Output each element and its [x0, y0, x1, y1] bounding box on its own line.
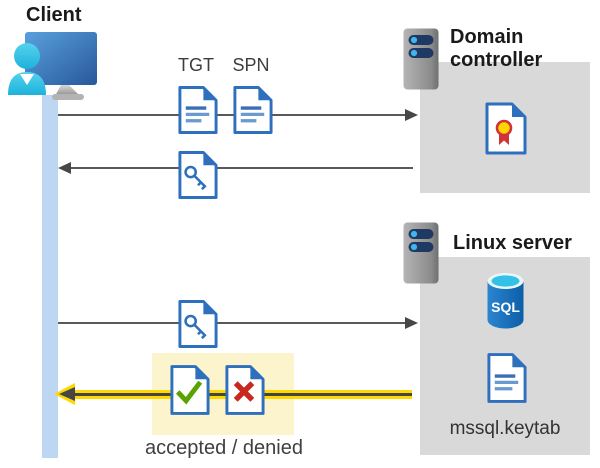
- cross-icon: [233, 381, 255, 402]
- result-label: accepted / denied: [145, 437, 303, 459]
- user-at-monitor-icon: [3, 28, 101, 102]
- domain-controller-label: Domain controller: [450, 26, 543, 71]
- sql-badge-text: SQL: [491, 299, 520, 315]
- arrowhead-right-icon: [405, 317, 418, 329]
- linux-server-label: Linux server: [453, 232, 572, 254]
- arrowhead-right-icon: [405, 109, 418, 121]
- request-arrow-to-dc: [58, 109, 418, 121]
- tgt-label: TGT: [178, 55, 214, 75]
- spn-ticket-icon: [231, 85, 274, 135]
- arrowhead-left-icon: [58, 162, 71, 174]
- arrowhead-left-icon: [59, 387, 75, 401]
- denied-document-icon: [223, 364, 266, 416]
- accepted-document-icon: [168, 364, 211, 416]
- key-glyph-icon: [184, 165, 207, 191]
- keytab-filename: mssql.keytab: [449, 418, 561, 439]
- spn-label: SPN: [232, 55, 270, 75]
- monitor-stand: [55, 85, 80, 96]
- monitor-screen: [25, 32, 97, 85]
- response-arrow-from-dc: [58, 162, 413, 174]
- person-collar: [20, 74, 34, 85]
- key-ticket-icon: [176, 299, 219, 349]
- domain-controller-server-icon: [403, 28, 439, 90]
- client-label: Client: [26, 4, 82, 26]
- key-ticket-icon: [176, 150, 219, 200]
- keytab-document-icon: [485, 352, 528, 404]
- client-timeline-bar: [42, 95, 58, 458]
- seal-icon: [495, 119, 513, 137]
- linux-server-icon: [403, 222, 439, 284]
- person-head: [14, 43, 40, 69]
- tgt-ticket-icon: [176, 85, 219, 135]
- monitor-base: [52, 94, 84, 100]
- certificate-document-icon: [483, 102, 528, 155]
- key-glyph-icon: [184, 314, 207, 340]
- request-arrow-to-linux: [58, 317, 418, 329]
- sql-database-icon: SQL: [486, 272, 525, 330]
- check-icon: [175, 380, 203, 405]
